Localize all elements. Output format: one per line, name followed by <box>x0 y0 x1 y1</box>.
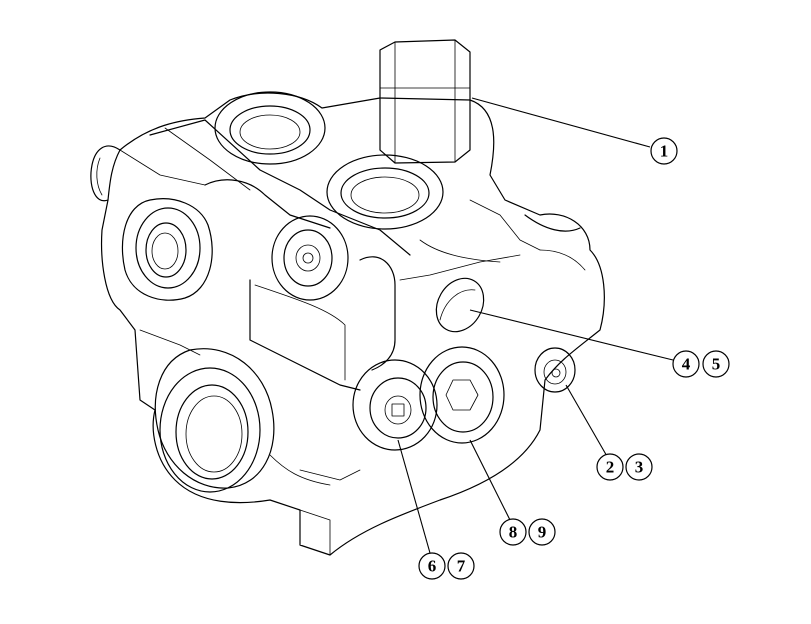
callout-label: 1 <box>660 142 669 161</box>
callout-circle <box>499 518 527 546</box>
callout-circle <box>596 453 624 481</box>
callout-circle <box>625 453 653 481</box>
leader-lines <box>397 97 674 554</box>
leader-line-1 <box>471 97 651 148</box>
callout-label: 3 <box>635 458 644 477</box>
leader-line-4-5 <box>469 309 674 361</box>
callout-label: 7 <box>457 557 466 576</box>
callout-circle <box>702 350 730 378</box>
side-hole <box>435 277 485 333</box>
front-plug-left <box>352 359 438 451</box>
callout-label: 9 <box>538 523 547 542</box>
callout-label: 4 <box>682 355 691 374</box>
callout-1: 1 <box>650 137 678 165</box>
callout-label: 2 <box>606 458 615 477</box>
callout-4-5: 4 5 <box>672 350 730 378</box>
front-plug-right <box>419 346 505 444</box>
callout-circle <box>528 518 556 546</box>
leader-line-2-3 <box>565 384 609 459</box>
callout-circle <box>650 137 678 165</box>
callout-6-7: 6 7 <box>418 552 475 580</box>
callout-circle <box>672 350 700 378</box>
top-port-left <box>214 91 326 165</box>
front-large-port <box>154 348 275 493</box>
top-port-right <box>326 154 444 230</box>
callout-8-9: 8 9 <box>499 518 556 546</box>
callout-label: 6 <box>428 557 437 576</box>
middle-plug <box>271 215 349 301</box>
callout-circle <box>447 552 475 580</box>
callout-circle <box>418 552 446 580</box>
valve-stem <box>379 39 471 164</box>
left-port <box>121 198 213 301</box>
callout-label: 5 <box>712 355 721 374</box>
small-plug <box>534 347 576 393</box>
leader-line-6-7 <box>397 439 431 554</box>
leader-line-8-9 <box>469 439 511 521</box>
callout-2-3: 2 3 <box>596 453 653 481</box>
callout-label: 8 <box>509 523 518 542</box>
